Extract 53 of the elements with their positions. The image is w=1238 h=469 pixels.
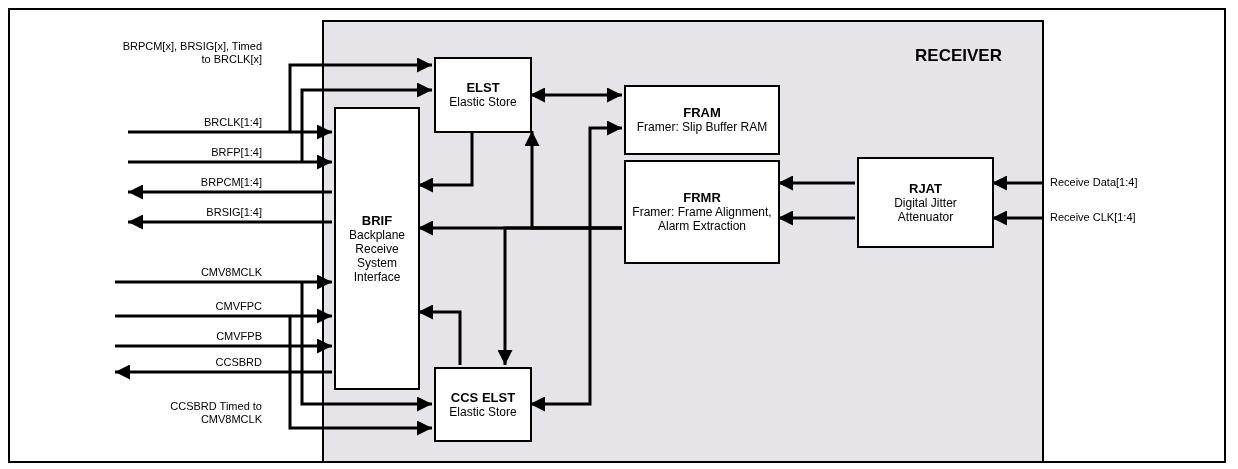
signal-label: BRCLK[1:4] [203, 116, 262, 129]
block-box [434, 367, 532, 442]
arrow [992, 175, 1042, 191]
signal-label: CMV8MCLK [200, 266, 262, 279]
signal-label: CCSBRD [215, 356, 262, 369]
arrow [115, 338, 332, 354]
note-text: CCSBRD Timed to CMV8MCLK [169, 400, 262, 426]
arrow [778, 175, 855, 191]
block-panel [322, 20, 1044, 463]
arrow [115, 308, 332, 324]
block-box [857, 157, 994, 248]
block-title: ELST [466, 81, 500, 95]
block-box [624, 160, 780, 264]
block-title: CCS ELST [450, 390, 516, 405]
arrow [530, 120, 622, 412]
block-description: Digital Jitter Attenuator [893, 195, 958, 224]
arrow [128, 154, 332, 170]
block-box [624, 85, 780, 155]
arrow [115, 364, 332, 380]
block-title: FRMR [683, 191, 721, 205]
signal-label: CMVFPC [215, 300, 262, 313]
block-title: FRAM [683, 106, 721, 120]
arrow [778, 210, 855, 226]
block-description: Backplane Receive System Interface [347, 227, 406, 284]
arrow [288, 316, 432, 436]
block-description: Elastic Store [449, 95, 517, 109]
panel-title: RECEIVER [915, 46, 1002, 66]
signal-label: BRFP[1:4] [211, 146, 262, 159]
block-description: Framer: Frame Alignment, Alarm Extraction [631, 205, 773, 233]
block-title: BRIF [361, 213, 393, 228]
arrow [128, 124, 332, 140]
arrow [497, 226, 622, 365]
arrow [530, 87, 622, 103]
arrow [300, 282, 432, 412]
arrow [115, 274, 332, 290]
block-description: Elastic Store [449, 404, 517, 419]
arrow [992, 210, 1042, 226]
arrow [418, 304, 462, 365]
signal-label: BRPCM[1:4] [200, 176, 262, 189]
block-box [434, 57, 532, 133]
block-description: Framer: Slip Buffer RAM [636, 120, 768, 134]
arrow [128, 184, 332, 200]
arrow [300, 82, 432, 162]
note-text: BRPCM[x], BRSIG[x], Timed to BRCLK[x] [121, 40, 262, 66]
signal-label: Receive CLK[1:4] [1050, 211, 1136, 224]
signal-label: CMVFPB [216, 330, 262, 343]
block-title: RJAT [909, 181, 942, 196]
arrow [128, 214, 332, 230]
signal-label: Receive Data[1:4] [1050, 176, 1138, 189]
arrow [418, 131, 474, 193]
signal-label: BRSIG[1:4] [206, 206, 262, 219]
arrow [288, 57, 432, 132]
block-box [334, 107, 420, 390]
